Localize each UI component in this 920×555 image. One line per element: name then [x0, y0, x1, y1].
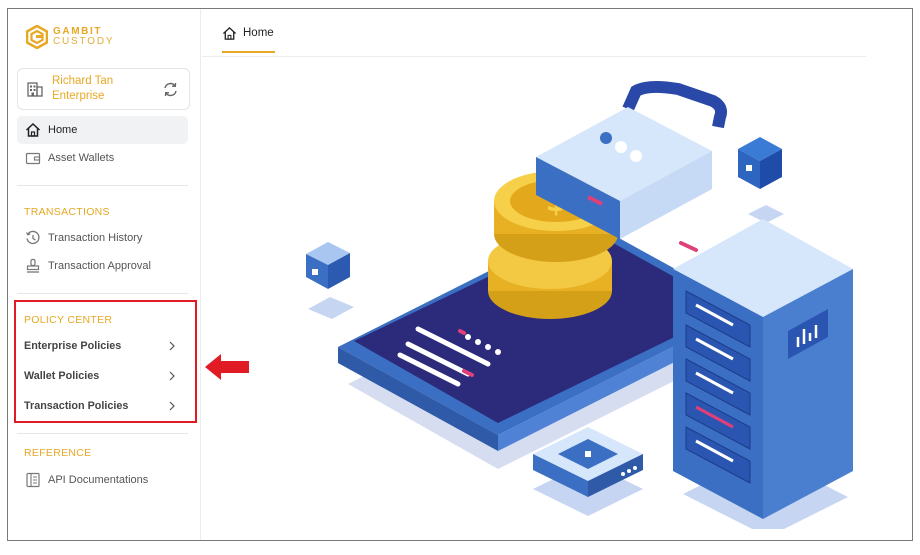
divider — [17, 185, 188, 186]
sidebar-item-label: Wallet Policies — [24, 370, 100, 382]
building-icon — [27, 82, 43, 97]
account-name: Richard Tan — [52, 75, 114, 87]
app-window: GAMBIT CUSTODY Richard Tan Enterprise — [7, 8, 913, 541]
sidebar-item-transaction-policies[interactable]: Transaction Policies — [24, 396, 176, 416]
divider — [17, 433, 188, 434]
document-icon — [26, 472, 40, 488]
chevron-right-icon — [169, 371, 175, 381]
sidebar-item-transaction-history[interactable]: Transaction History — [17, 224, 188, 252]
brand-line1: GAMBIT — [53, 26, 103, 37]
account-org: Enterprise — [52, 90, 105, 102]
sidebar-item-label: Home — [48, 124, 78, 136]
section-policy-center: POLICY CENTER — [24, 314, 113, 326]
sidebar-item-label: Enterprise Policies — [24, 340, 122, 352]
wallet-icon — [25, 152, 41, 165]
tab-bar: Home — [202, 9, 866, 57]
sidebar-item-wallet-policies[interactable]: Wallet Policies — [24, 366, 176, 386]
main-content: Home — [202, 9, 912, 540]
sidebar: GAMBIT CUSTODY Richard Tan Enterprise — [8, 9, 201, 540]
chevron-right-icon — [169, 401, 175, 411]
sidebar-item-enterprise-policies[interactable]: Enterprise Policies — [24, 336, 176, 356]
sidebar-item-transaction-approval[interactable]: Transaction Approval — [17, 252, 188, 280]
sidebar-item-label: Asset Wallets — [48, 152, 115, 164]
section-transactions: TRANSACTIONS — [24, 206, 110, 218]
tab-home[interactable]: Home — [222, 9, 274, 57]
sidebar-item-home[interactable]: Home — [17, 116, 188, 144]
brand-line2: CUSTODY — [53, 36, 115, 47]
home-icon — [25, 122, 41, 137]
sidebar-item-label: Transaction Approval — [48, 260, 151, 272]
sidebar-item-api-documentations[interactable]: API Documentations — [17, 466, 188, 494]
tab-label: Home — [243, 27, 274, 39]
active-tab-indicator — [222, 51, 275, 53]
crypto-security-illustration: $ — [306, 80, 853, 529]
sidebar-item-label: Transaction History — [48, 232, 143, 244]
arrow-left-icon — [205, 354, 249, 380]
gambit-logo-icon — [26, 25, 48, 49]
account-switcher[interactable]: Richard Tan Enterprise — [17, 68, 190, 110]
policy-center-highlight — [14, 300, 197, 423]
history-icon — [25, 230, 40, 245]
divider — [17, 293, 188, 294]
switch-account-icon[interactable] — [162, 81, 179, 98]
sidebar-item-asset-wallets[interactable]: Asset Wallets — [17, 144, 188, 172]
stamp-icon — [26, 258, 40, 273]
sidebar-item-label: API Documentations — [48, 474, 149, 486]
brand-logo[interactable]: GAMBIT CUSTODY — [26, 25, 114, 49]
home-icon — [222, 26, 237, 40]
sidebar-item-label: Transaction Policies — [24, 400, 129, 412]
chevron-right-icon — [169, 341, 175, 351]
section-reference: REFERENCE — [24, 447, 92, 459]
